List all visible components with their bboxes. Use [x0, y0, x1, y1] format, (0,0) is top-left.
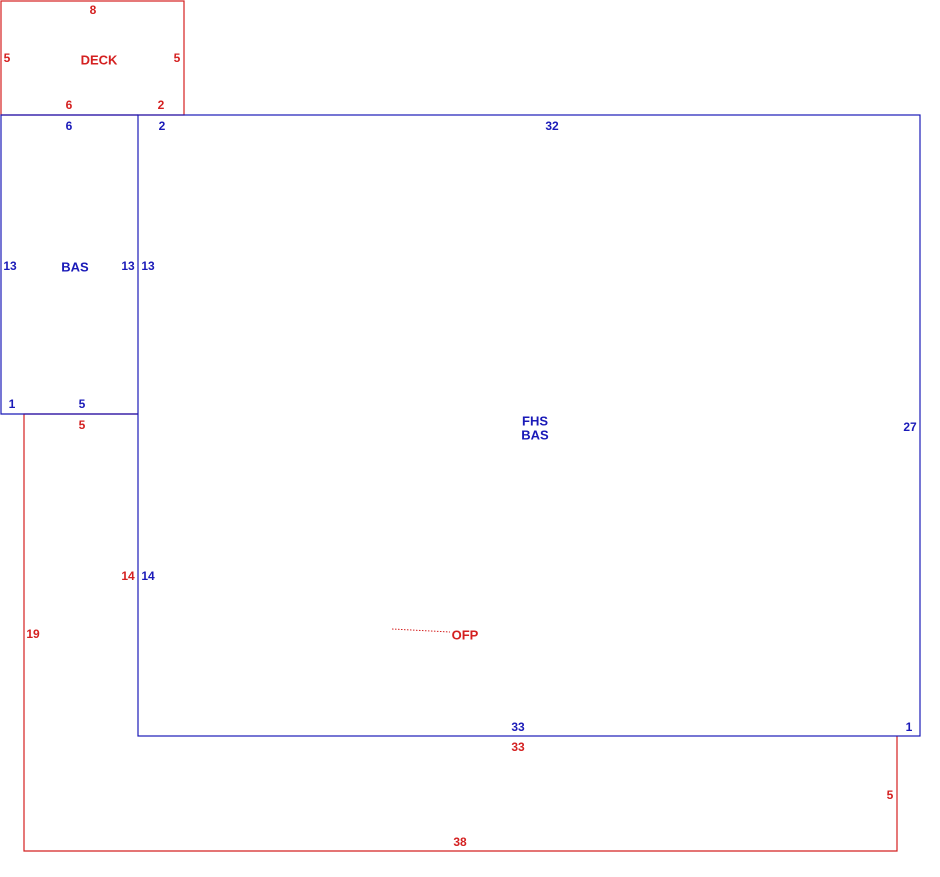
ofp-label: OFP — [452, 627, 479, 642]
dim-bas-right: 13 — [121, 259, 135, 273]
dim-deck-top: 8 — [90, 3, 97, 17]
dim-ofp-top: 5 — [79, 418, 86, 432]
dim-bas-top: 6 — [66, 119, 73, 133]
bas-left-outline — [0, 114, 138, 415]
ofp-pointer-line — [391, 628, 451, 633]
dim-main-bottom-corner: 1 — [906, 720, 913, 734]
dim-ofp-left: 19 — [26, 627, 40, 641]
dim-ofp-inner-bottom: 33 — [511, 740, 525, 754]
dim-bas-left: 13 — [3, 259, 17, 273]
dim-deck-left: 5 — [4, 51, 11, 65]
dim-main-left-lower: 14 — [141, 569, 155, 583]
dim-ofp-inner-left: 14 — [121, 569, 135, 583]
dim-main-left-upper: 13 — [141, 259, 155, 273]
fhs-label: FHS — [522, 413, 548, 428]
dim-main-bottom: 33 — [511, 720, 525, 734]
dim-bas-bottom: 5 — [79, 397, 86, 411]
dim-ofp-right: 5 — [887, 788, 894, 802]
dim-main-top-jog: 2 — [159, 119, 166, 133]
deck-label: DECK — [81, 52, 118, 67]
main-outline — [137, 114, 921, 737]
dim-deck-bottom-right: 2 — [158, 98, 165, 112]
dim-main-right: 27 — [903, 420, 917, 434]
dim-ofp-bottom: 38 — [453, 835, 467, 849]
dim-bas-bottom-corner: 1 — [9, 397, 16, 411]
dim-deck-right: 5 — [174, 51, 181, 65]
bas-left-label: BAS — [61, 259, 89, 274]
dim-main-top: 32 — [545, 119, 559, 133]
dim-deck-bottom-left: 6 — [66, 98, 73, 112]
bas-main-label: BAS — [521, 427, 549, 442]
